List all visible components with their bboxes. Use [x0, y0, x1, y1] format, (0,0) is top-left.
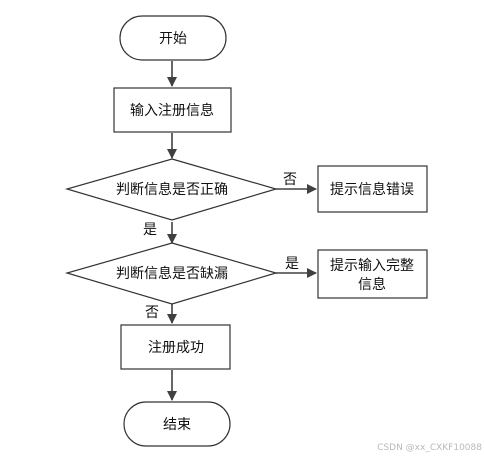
- check-missing-node: 判断信息是否缺漏: [64, 242, 279, 305]
- check-correct-node-label: 判断信息是否正确: [116, 181, 228, 198]
- complete-prompt-node-line-2: 信息: [358, 276, 386, 293]
- connectors: [167, 61, 317, 401]
- complete-prompt-node-line-1: 提示输入完整: [330, 258, 414, 274]
- watermark: CSDN @xx_CXKF10088: [377, 443, 482, 453]
- check-missing-node-shape: [64, 242, 279, 305]
- input-node-label: 输入注册信息: [130, 102, 214, 119]
- success-node-shape: [120, 324, 231, 370]
- start-node: 开始: [119, 15, 227, 61]
- check-correct-node-shape: [64, 158, 279, 221]
- error-prompt-node-shape: [317, 165, 428, 213]
- error-prompt-node-label: 提示信息错误: [330, 181, 414, 198]
- edge-label-missing-no: 否: [145, 305, 159, 321]
- end-node-shape: [123, 401, 231, 447]
- start-node-shape: [119, 15, 227, 61]
- complete-prompt-node-shape: [317, 249, 428, 299]
- check-correct-node: 判断信息是否正确: [64, 158, 279, 221]
- success-node-label: 注册成功: [148, 340, 204, 356]
- edge-label-missing-yes: 是: [285, 256, 299, 272]
- end-node-label: 结束: [163, 417, 191, 433]
- check-missing-node-label: 判断信息是否缺漏: [116, 265, 228, 282]
- edge-label-correct-yes: 是: [143, 222, 157, 238]
- error-prompt-node: 提示信息错误: [317, 165, 428, 213]
- success-node: 注册成功: [120, 324, 231, 370]
- start-node-label: 开始: [159, 31, 187, 47]
- edge-label-correct-no: 否: [283, 172, 297, 188]
- complete-prompt-node: 提示输入完整 信息: [317, 249, 428, 299]
- end-node: 结束: [123, 401, 231, 447]
- input-node: 输入注册信息: [113, 87, 232, 133]
- input-node-shape: [113, 87, 232, 133]
